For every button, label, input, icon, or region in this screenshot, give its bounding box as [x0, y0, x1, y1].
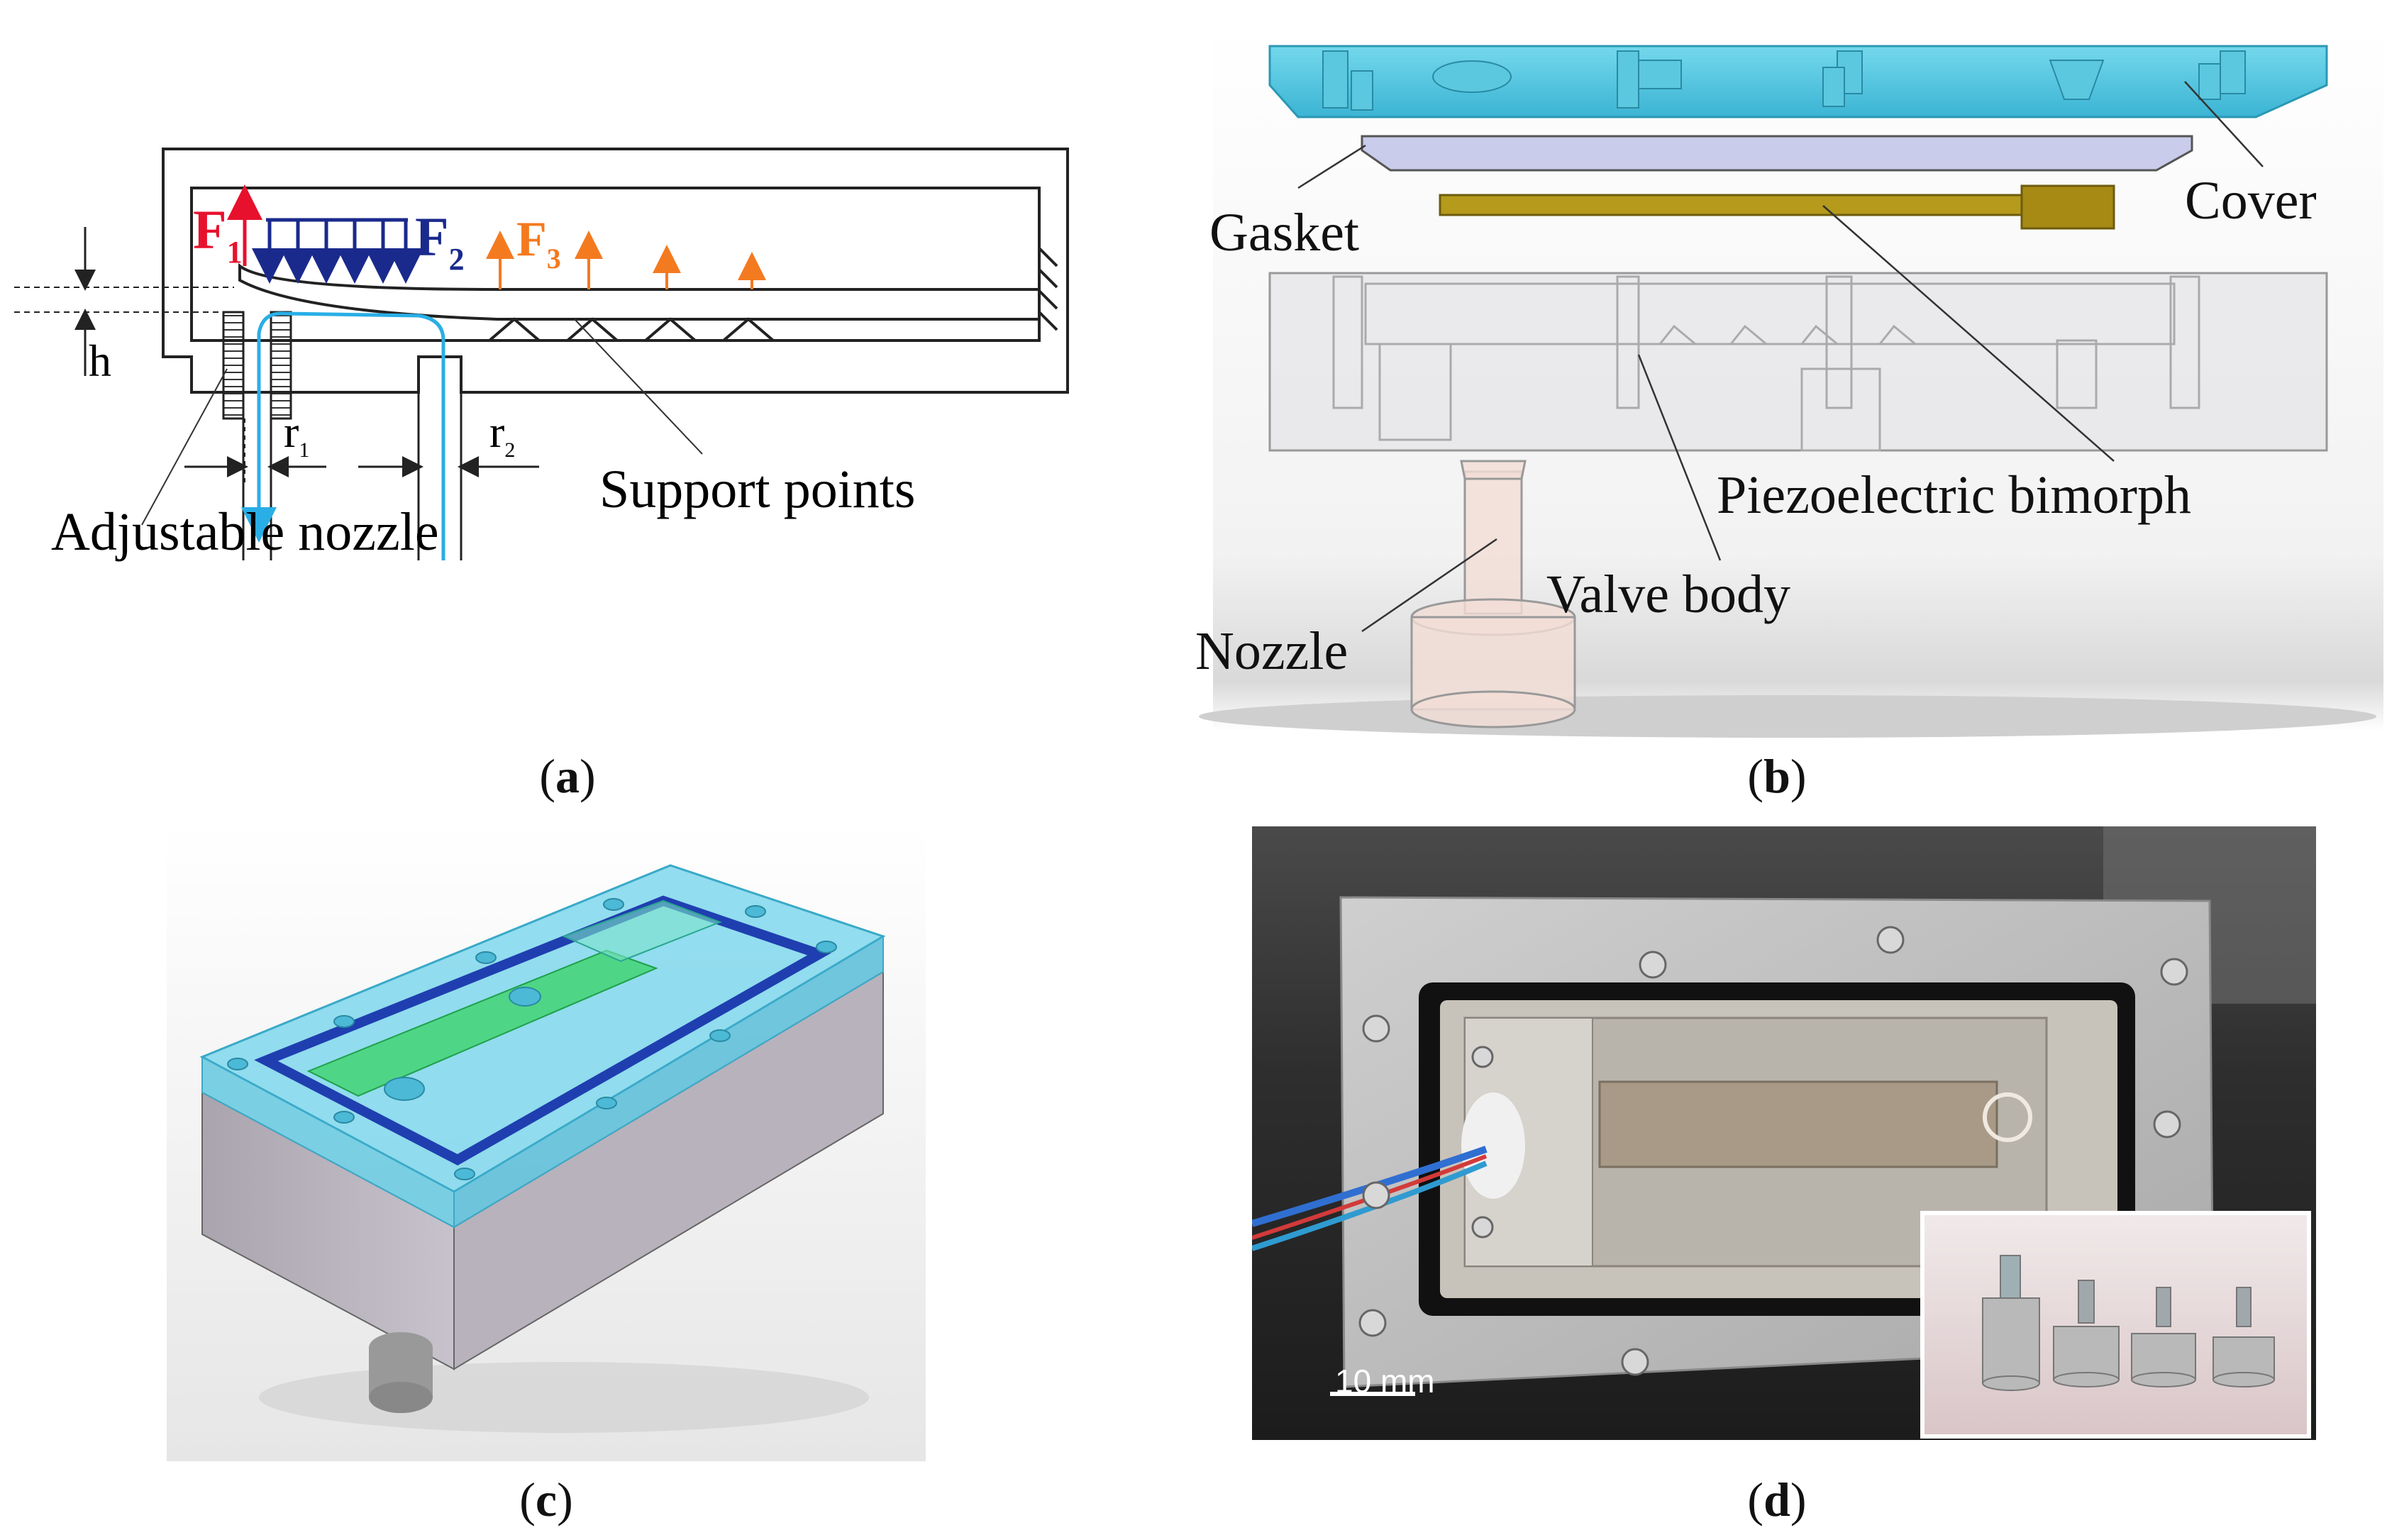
f2-label: F2 — [415, 206, 465, 277]
bimorph-beam — [238, 262, 1041, 321]
piezo-bimorph — [1439, 194, 2030, 216]
panel-a-schematic: h F1 F2 F3 r1 r2 Support points Adjustab… — [14, 148, 1069, 562]
chamber-outline — [190, 187, 1041, 342]
nozzle-part — [1410, 460, 1576, 729]
gasket — [1361, 135, 2193, 172]
f3-arrows — [486, 231, 766, 289]
caption-d: (d) — [1747, 1473, 1807, 1527]
bimorph-plate — [306, 949, 658, 1097]
support-points — [488, 317, 775, 342]
nozzle-right-hatch — [270, 311, 292, 420]
h-label: h — [89, 336, 111, 386]
valve-body — [1268, 272, 2328, 452]
panel-b-exploded-view — [1199, 21, 2383, 738]
scale-bar-label: 10 mm — [1335, 1363, 1435, 1400]
panel-d-photo — [1252, 826, 2316, 1440]
flow-path — [241, 311, 445, 560]
caption-b: (b) — [1747, 749, 1807, 803]
r1-label: r1 — [284, 406, 309, 462]
r-dimension-lines — [244, 419, 462, 482]
cover-label: Cover — [2185, 171, 2317, 231]
housing-outline — [162, 148, 1069, 394]
gasket-label: Gasket — [1209, 203, 1360, 262]
caption-a: (a) — [539, 749, 596, 803]
f3-label: F3 — [516, 212, 561, 275]
nozzle-left-hatch — [222, 311, 245, 420]
piezo-connector — [2020, 184, 2115, 230]
valve-body-label: Valve body — [1546, 565, 1791, 624]
fixed-end-hatch — [1038, 247, 1058, 331]
f2-distributed-load — [252, 218, 423, 284]
gasket-ring — [254, 895, 831, 1165]
adjustable-nozzle-label: Adjustable nozzle — [51, 502, 439, 562]
nozzle-samples — [1982, 1255, 2275, 1391]
support-points-label: Support points — [599, 460, 916, 519]
caption-c: (c) — [519, 1473, 573, 1527]
h-dimension — [14, 287, 234, 313]
r2-label: r2 — [489, 406, 515, 462]
f1-label: F1 — [193, 199, 243, 270]
cover-plate — [1268, 45, 2328, 118]
panel-c-3d-render — [167, 823, 926, 1461]
nozzle-label: Nozzle — [1195, 621, 1348, 681]
piezo-label: Piezoelectric bimorph — [1717, 465, 2191, 525]
